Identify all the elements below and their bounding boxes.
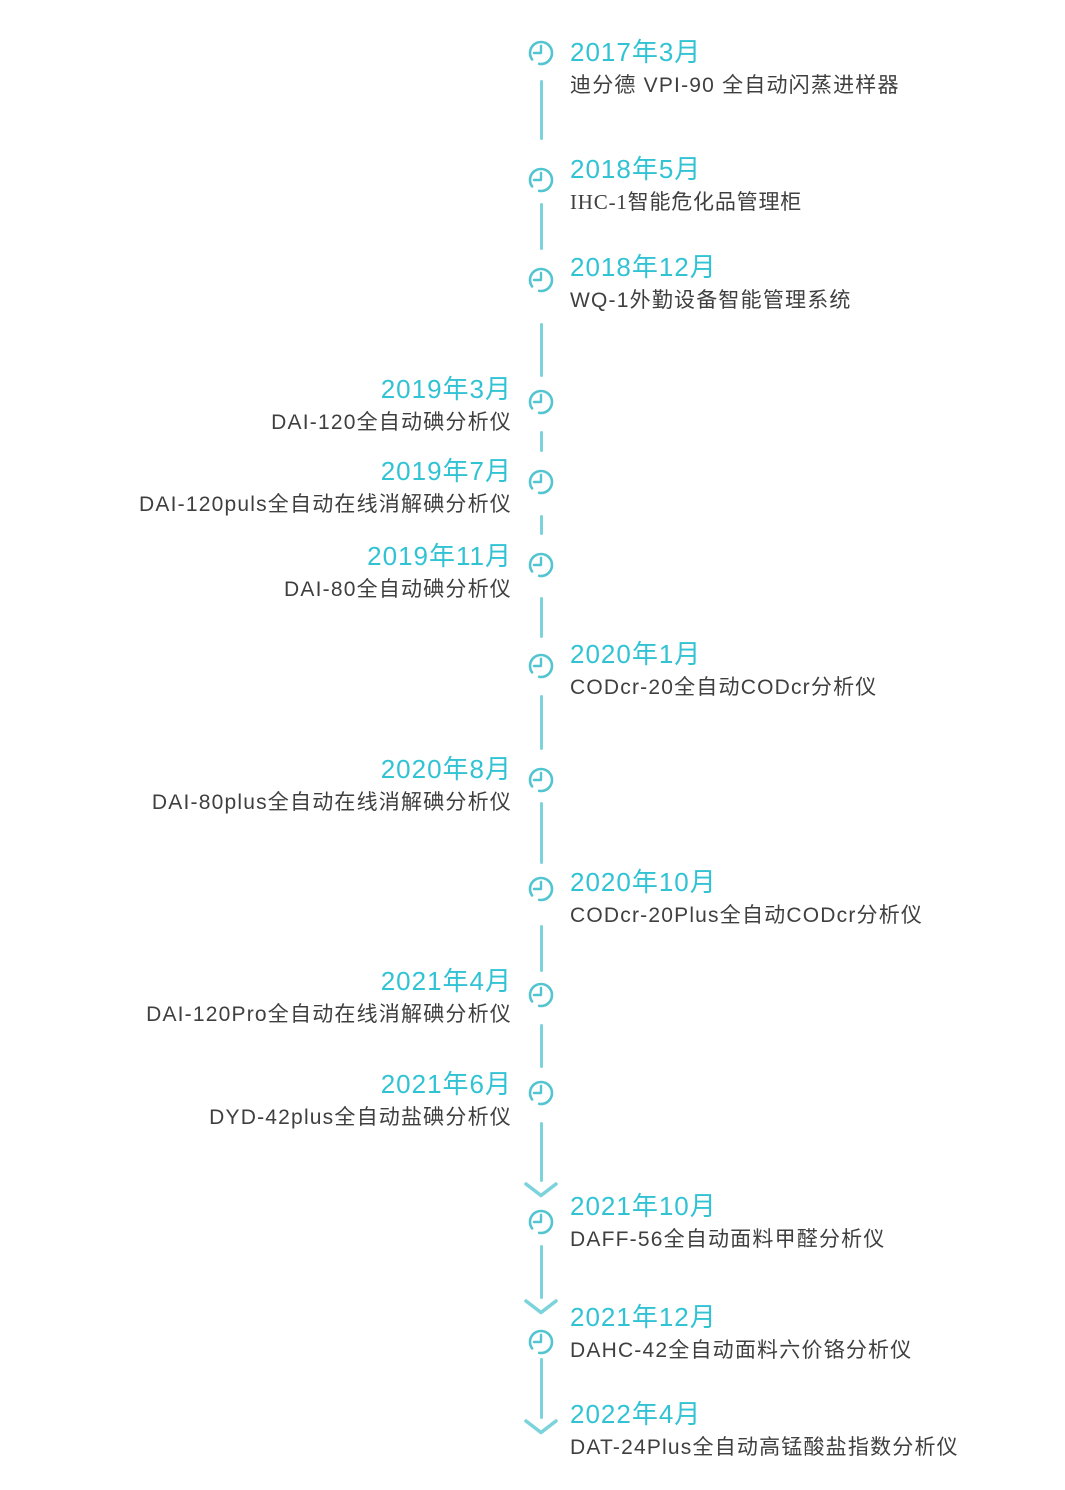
timeline-connector: [539, 925, 543, 972]
entry-title: DAI-80plus全自动在线消解碘分析仪: [151, 791, 512, 814]
clock-icon: [527, 1208, 555, 1236]
clock-icon: [527, 981, 555, 1009]
clock-icon: [527, 1079, 555, 1107]
timeline-connector: [539, 802, 543, 864]
clock-icon: [527, 766, 555, 794]
entry-date: 2018年12月: [570, 252, 717, 282]
timeline-connector: [539, 1245, 543, 1299]
timeline-entry: 2017年3月迪分德 VPI-90 全自动闪蒸进样器: [570, 39, 900, 98]
timeline-entry: 2020年1月 CODcr-20全自动CODcr分析仪: [570, 641, 877, 700]
entry-title: DAT-24Plus全自动高锰酸盐指数分析仪: [570, 1436, 959, 1459]
entry-title: CODcr-20Plus全自动CODcr分析仪: [570, 904, 924, 927]
entry-title: DAI-120Pro全自动在线消解碘分析仪: [146, 1003, 512, 1026]
timeline-entry: 2019年11月 DAI-80全自动碘分析仪: [284, 543, 512, 602]
clock-icon: [527, 266, 555, 294]
arrow-down-icon: [523, 1298, 559, 1316]
entry-title: DAHC-42全自动面料六价铬分析仪: [570, 1339, 913, 1362]
timeline-connector: [539, 1358, 543, 1419]
clock-icon: [527, 166, 555, 194]
entry-date: 2019年11月: [367, 541, 512, 571]
entry-date: 2022年4月: [570, 1399, 702, 1429]
clock-icon: [527, 652, 555, 680]
timeline-entry: 2022年4月 DAT-24Plus全自动高锰酸盐指数分析仪: [570, 1401, 959, 1460]
clock-icon: [527, 551, 555, 579]
arrow-down-icon: [523, 1181, 559, 1199]
timeline-connector: [539, 1122, 543, 1182]
clock-icon: [527, 388, 555, 416]
entry-date: 2021年12月: [570, 1302, 717, 1332]
entry-date: 2020年10月: [570, 867, 717, 897]
entry-title: IHC-1智能危化品管理柜: [570, 190, 803, 214]
entry-date: 2020年1月: [570, 639, 702, 669]
timeline-entry: 2019年3月 DAI-120全自动碘分析仪: [271, 376, 512, 435]
timeline-connector: [539, 203, 543, 250]
entry-date: 2019年7月: [380, 456, 512, 486]
timeline-connector: [539, 1024, 543, 1068]
entry-title: WQ-1外勤设备智能管理系统: [570, 289, 852, 312]
timeline-entry: 2018年12月 WQ-1外勤设备智能管理系统: [570, 254, 852, 313]
entry-date: 2019年3月: [380, 374, 512, 404]
entry-date: 2018年5月: [570, 154, 702, 184]
clock-icon: [527, 39, 555, 67]
entry-title: DAI-120puls全自动在线消解碘分析仪: [139, 493, 512, 516]
timeline-connector: [539, 80, 543, 140]
timeline-connector: [539, 597, 543, 638]
entry-date: 2021年4月: [380, 966, 512, 996]
clock-icon: [527, 468, 555, 496]
timeline-entry: 2021年12月 DAHC-42全自动面料六价铬分析仪: [570, 1304, 912, 1363]
entry-date: 2021年10月: [570, 1191, 717, 1221]
entry-title: CODcr-20全自动CODcr分析仪: [570, 676, 878, 699]
entry-date: 2021年6月: [380, 1069, 512, 1099]
entry-title: 迪分德 VPI-90 全自动闪蒸进样器: [570, 74, 900, 97]
entry-date: 2020年8月: [380, 754, 512, 784]
timeline-connector: [539, 323, 543, 377]
timeline-connector: [539, 515, 543, 535]
timeline-connector: [539, 431, 543, 452]
clock-icon: [527, 875, 555, 903]
timeline-connector: [539, 695, 543, 750]
entry-title: DAI-80全自动碘分析仪: [284, 578, 512, 601]
entry-title: DYD-42plus全自动盐碘分析仪: [209, 1106, 512, 1129]
timeline-entry: 2020年10月 CODcr-20Plus全自动CODcr分析仪: [570, 869, 923, 928]
timeline-entry: 2020年8月 DAI-80plus全自动在线消解碘分析仪: [152, 756, 512, 815]
timeline-entry: 2021年6月 DYD-42plus全自动盐碘分析仪: [209, 1071, 512, 1130]
timeline-entry: 2018年5月 IHC-1智能危化品管理柜: [570, 156, 802, 215]
timeline-entry: 2021年10月 DAFF-56全自动面料甲醛分析仪: [570, 1193, 886, 1252]
timeline-entry: 2021年4月 DAI-120Pro全自动在线消解碘分析仪: [146, 968, 512, 1027]
clock-icon: [527, 1328, 555, 1356]
timeline-entry: 2019年7月 DAI-120puls全自动在线消解碘分析仪: [139, 458, 512, 517]
entry-date: 2017年3月: [570, 37, 702, 67]
entry-title: DAI-120全自动碘分析仪: [271, 411, 512, 434]
arrow-down-icon: [523, 1418, 559, 1436]
entry-title: DAFF-56全自动面料甲醛分析仪: [570, 1228, 886, 1251]
